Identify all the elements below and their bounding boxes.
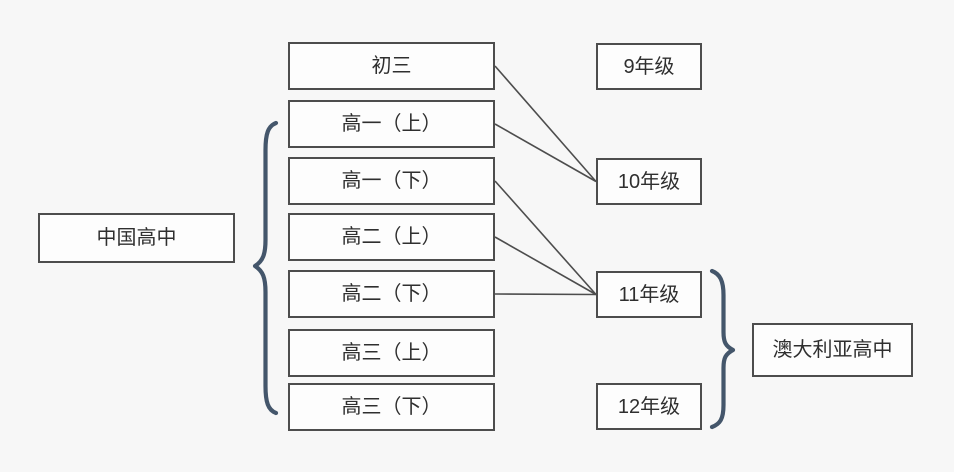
- connector-line: [494, 293, 597, 296]
- australia-highschool-label: 澳大利亚高中: [752, 323, 913, 377]
- australia-grade-box: 12年级: [596, 383, 702, 430]
- china-term-box: 高三（上）: [288, 329, 495, 377]
- right-curly-brace-icon: [709, 268, 736, 430]
- china-term-box: 高二（下）: [288, 270, 495, 318]
- australia-grade-box: 11年级: [596, 271, 702, 318]
- china-term-box: 高二（上）: [288, 213, 495, 261]
- china-term-box: 高一（上）: [288, 100, 495, 148]
- china-term-box: 高一（下）: [288, 157, 495, 205]
- connector-line: [494, 180, 597, 296]
- china-highschool-label: 中国高中: [38, 213, 235, 263]
- australia-grade-box: 10年级: [596, 158, 702, 205]
- connector-lines: [494, 65, 597, 296]
- australia-grade-box: 9年级: [596, 43, 702, 90]
- china-term-box: 高三（下）: [288, 383, 495, 431]
- connector-line: [494, 123, 597, 183]
- left-curly-brace-icon: [252, 120, 279, 416]
- china-term-box: 初三: [288, 42, 495, 90]
- connector-line: [494, 236, 597, 296]
- connector-line: [494, 65, 597, 183]
